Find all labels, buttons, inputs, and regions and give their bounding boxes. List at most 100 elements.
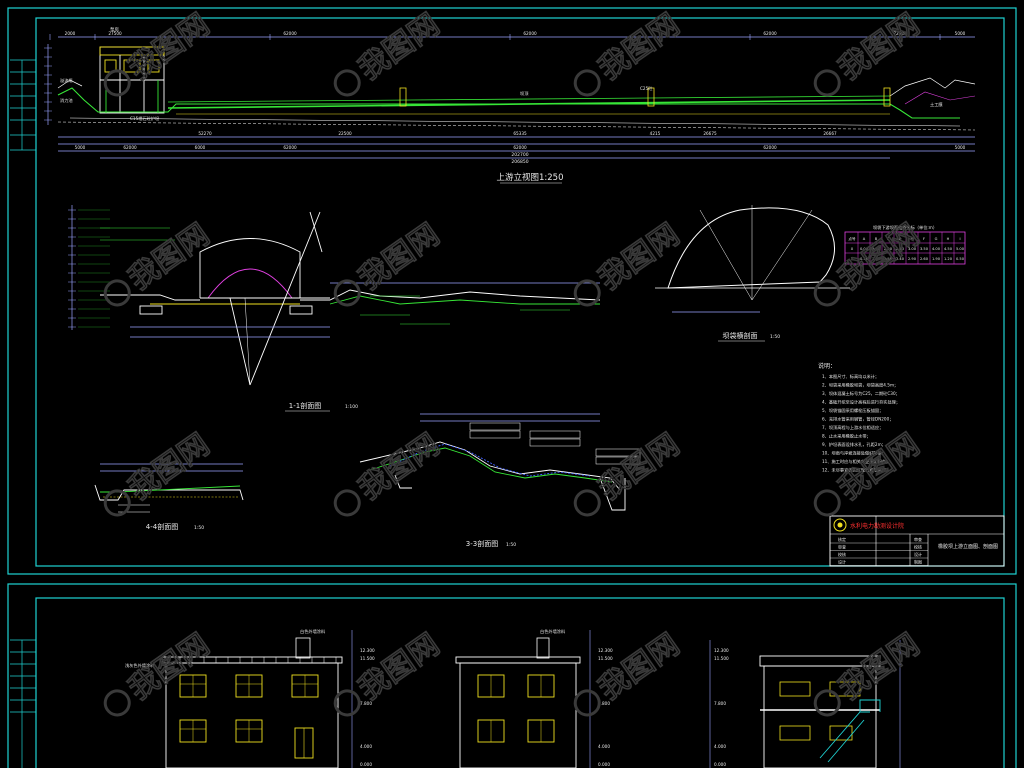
dimension-label: 2000 xyxy=(65,31,76,36)
note-line: 6、充排水管采用钢管，管径DN200； xyxy=(822,416,893,423)
titleblock-cell: 制图 xyxy=(914,559,922,565)
company-name: 水利电力勘测设计院 xyxy=(850,522,904,530)
table-cell: 3.50 xyxy=(920,247,929,251)
material-label: 浅灰色外墙涂料 xyxy=(125,662,155,669)
front-windows xyxy=(179,674,319,743)
company-logo-icon xyxy=(833,518,847,532)
section-1-1-title: 1-1剖面图 xyxy=(289,401,321,410)
dimension-label: 5000 xyxy=(955,31,966,36)
callout-label: 土工膜 xyxy=(930,101,943,108)
table-cell: 1.20 xyxy=(944,257,953,261)
dimension-label: 62000 xyxy=(763,145,777,150)
logo-leaf-icon xyxy=(573,489,601,517)
table-cell: 4.50 xyxy=(944,247,953,251)
logo-leaf-icon xyxy=(333,279,361,307)
dimension-label: 62000 xyxy=(283,31,297,36)
callout-label: C15埋石砼护坦 xyxy=(130,115,160,122)
logo-leaf-icon xyxy=(333,689,361,717)
section-4-4-scale: 1:50 xyxy=(194,525,204,531)
table-cell: E xyxy=(911,237,914,241)
elevation-mark: 0.000 xyxy=(714,762,726,767)
logo-leaf-icon xyxy=(813,69,841,97)
callout-label: 坝顶 xyxy=(520,90,529,97)
upstream-elevation: 2000 27500 62000 62000 62000 72980 5000 泵房 xyxy=(44,26,976,184)
callout-label: 消力池 xyxy=(60,97,73,104)
building-side-elevation xyxy=(455,630,591,768)
logo-leaf-icon xyxy=(333,69,361,97)
table-cell: I xyxy=(959,237,960,241)
note-line: 4、基础开挖至设计高程后进行夯实处理； xyxy=(822,399,900,406)
note-line: 10、坝肩与岸坡连接处做好防渗； xyxy=(822,450,886,457)
dimension-label: 62000 xyxy=(123,145,137,150)
dimension-label: 52270 xyxy=(198,131,212,136)
note-line: 8、止水采用橡胶止水带； xyxy=(822,433,871,440)
elevation-mark: 12.300 xyxy=(360,648,375,653)
section-3-3-title: 3-3剖面图 xyxy=(466,539,498,548)
elevation-mark: 12.300 xyxy=(598,648,613,653)
total-dimension-1: 202700 xyxy=(511,152,528,158)
note-line: 5、坝袋锚固采用螺栓压板锚固； xyxy=(822,407,883,414)
logo-leaf-icon xyxy=(333,489,361,517)
dimension-label: 5000 xyxy=(75,145,86,150)
logo-leaf-icon xyxy=(573,279,601,307)
dimension-label: 72980 xyxy=(893,31,907,36)
table-cell: Y xyxy=(851,257,854,261)
exterior-stair xyxy=(819,699,881,763)
building-front-elevation xyxy=(161,630,353,768)
callout-label: 溢流堰 xyxy=(60,77,73,84)
elevation-ruler xyxy=(44,47,52,121)
table-cell: D xyxy=(899,237,902,241)
dimension-label: 62000 xyxy=(283,145,297,150)
table-cell: F xyxy=(923,237,925,241)
titleblock-cell: 设计 xyxy=(914,551,922,557)
table-cell: 1.50 xyxy=(872,247,881,251)
dimension-label: 62000 xyxy=(513,145,527,150)
logo-leaf-icon xyxy=(573,69,601,97)
table-cell: 2.40 xyxy=(896,257,905,261)
elevation-mark: 11.500 xyxy=(714,656,729,661)
note-line: 1、本图尺寸、标高均以米计； xyxy=(822,373,879,380)
callout-label: C25砼 xyxy=(640,85,653,91)
elevation-mark: 4.000 xyxy=(714,744,726,749)
dimension-label: 27500 xyxy=(108,31,122,36)
note-line: 3、坝体混凝土标号为C25，二期砼C30； xyxy=(822,390,900,397)
dam-body-lines xyxy=(57,77,976,131)
note-line: 11、施工时应与相关专业密切配合； xyxy=(822,458,890,465)
building-section xyxy=(709,640,901,768)
note-line: 2、坝袋采用橡胶坝袋，坝袋高度4.5m； xyxy=(822,382,898,389)
side-windows xyxy=(477,674,555,743)
table-cell: 2.00 xyxy=(884,247,893,251)
elevation-mark: 11.500 xyxy=(360,656,375,661)
section-4-4-title: 4-4剖面图 xyxy=(146,522,178,531)
titleblock-cell: 设计 xyxy=(838,559,846,565)
note-line: 7、坝顶高程与上游水位相适应； xyxy=(822,424,883,431)
design-notes: 说明： 1、本图尺寸、标高均以米计； 2、坝袋采用橡胶坝袋，坝袋高度4.5m；3、… xyxy=(818,362,900,474)
table-cell: 2.60 xyxy=(920,257,929,261)
dimension-label: 26675 xyxy=(703,131,717,136)
section-1-1-callouts xyxy=(100,227,570,325)
titleblock-cell: 审查 xyxy=(914,536,922,542)
dimension-label: 65335 xyxy=(513,131,527,136)
table-cell: 1.90 xyxy=(932,257,941,261)
table-cell: 4.00 xyxy=(932,247,941,251)
logo-leaf-icon xyxy=(813,279,841,307)
dimension-label: 5000 xyxy=(955,145,966,150)
titleblock-cell: 校核 xyxy=(838,551,846,557)
elevation-mark: 11.500 xyxy=(598,656,613,661)
table-cell: 0.30 xyxy=(860,257,869,261)
logo-leaf-icon xyxy=(103,689,131,717)
table-cell: C xyxy=(887,237,890,241)
elevation-mark: 12.300 xyxy=(714,648,729,653)
titleblock-cell: 核定 xyxy=(838,536,846,542)
table-cell: B xyxy=(875,237,878,241)
upstream-elevation-title: 上游立视图1:250 xyxy=(497,172,564,183)
table-cell: 1.00 xyxy=(872,257,881,261)
elevation-mark: 7.800 xyxy=(598,701,610,706)
logo-leaf-icon xyxy=(103,489,131,517)
svg-text:泵房: 泵房 xyxy=(110,26,119,33)
dimension-label: 26667 xyxy=(823,131,837,136)
notes-title: 说明： xyxy=(818,362,836,370)
logo-leaf-icon xyxy=(103,69,131,97)
